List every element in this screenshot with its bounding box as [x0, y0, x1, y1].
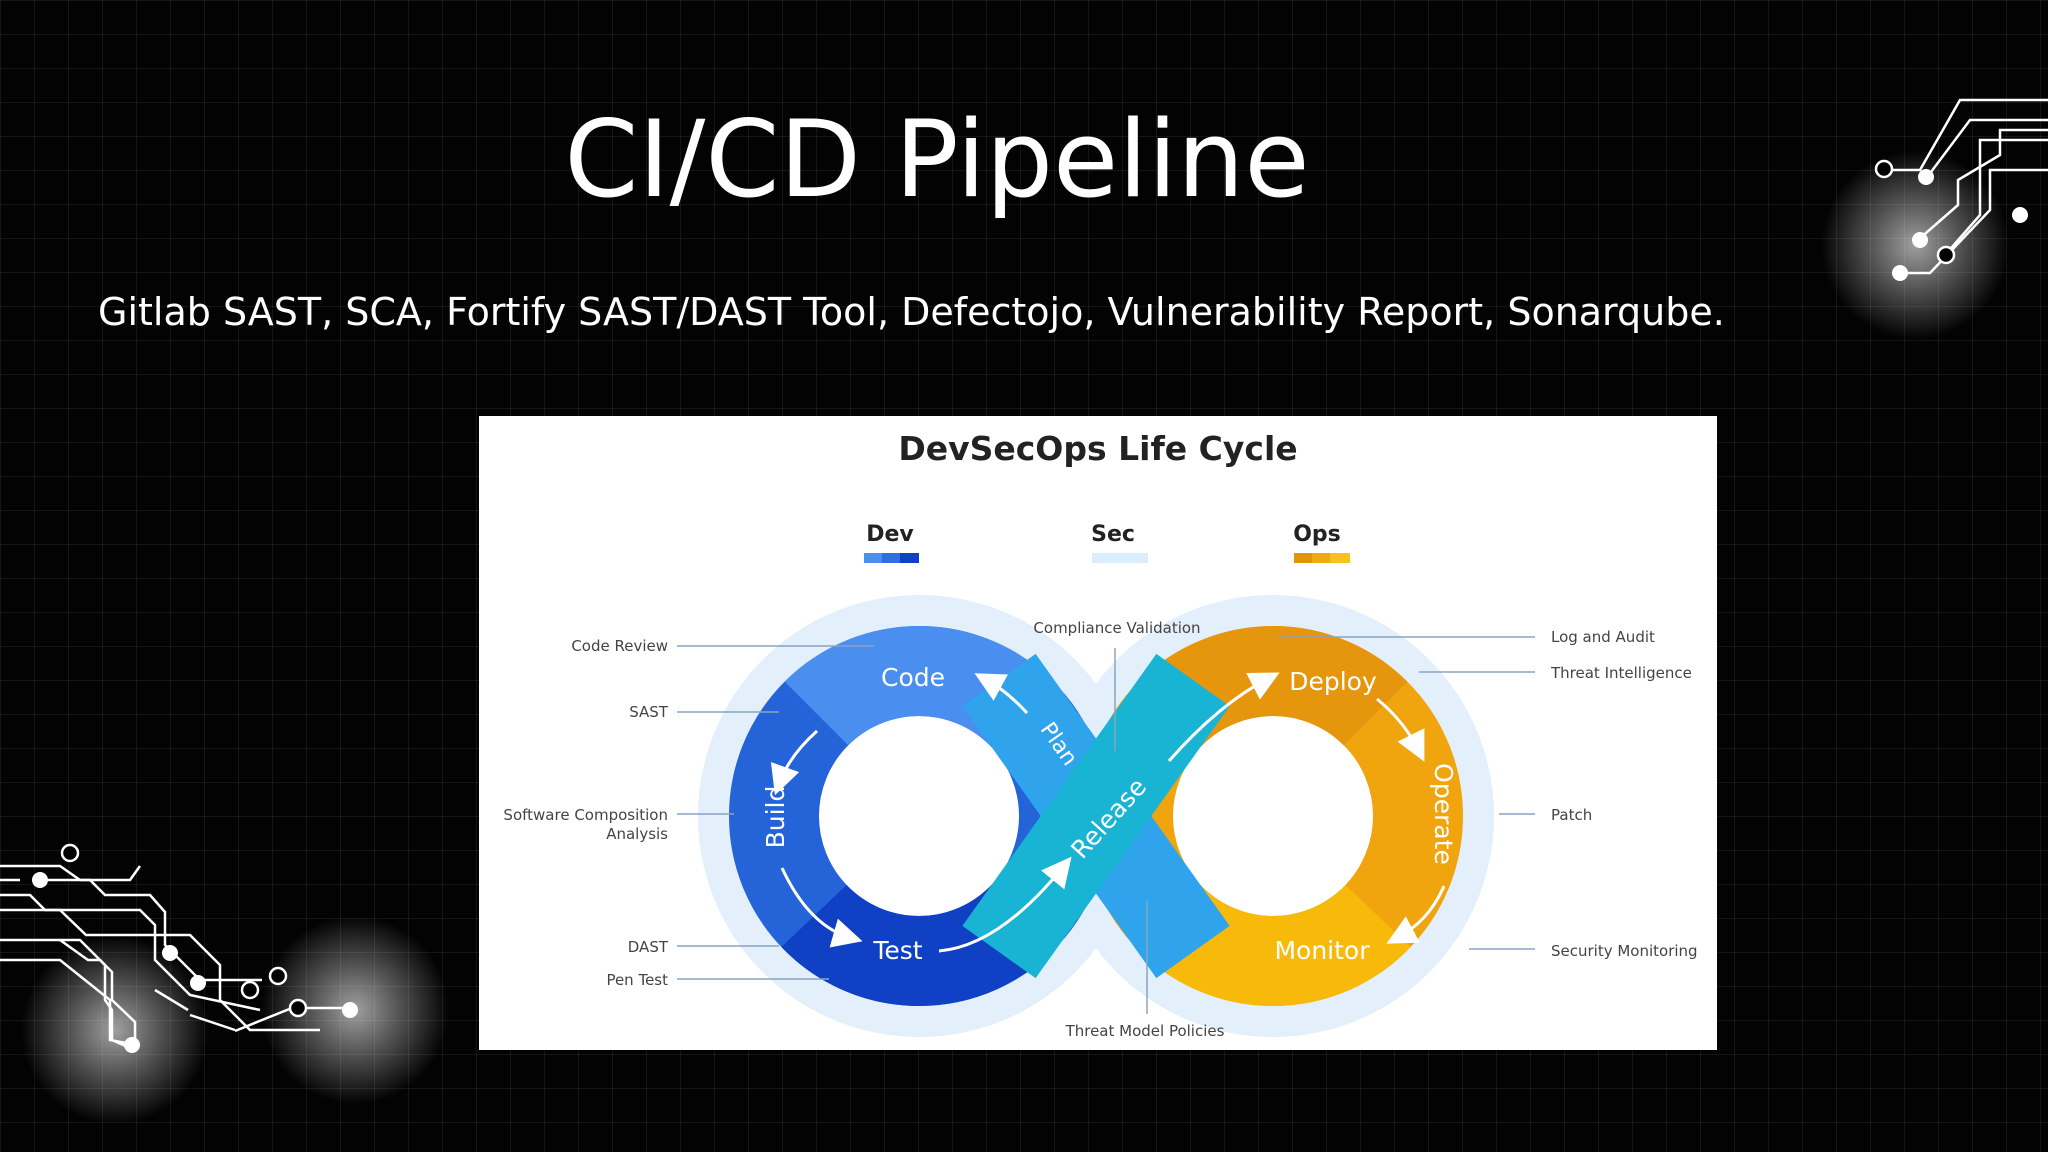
- annotation-leader-lines: [677, 636, 1535, 1014]
- annotation-sca-line2: Analysis: [606, 825, 668, 843]
- devsecops-diagram: DevSecOps Life Cycle Dev Sec Ops: [479, 416, 1717, 1050]
- stage-label-code: Code: [881, 663, 945, 692]
- legend-swatch-dev: [864, 553, 919, 563]
- stage-label-monitor: Monitor: [1274, 936, 1370, 965]
- annotation-sast: SAST: [629, 703, 669, 721]
- flow-arrows: [770, 672, 1446, 953]
- annotation-threat-model-policies: Threat Model Policies: [1065, 1022, 1225, 1040]
- legend-label-dev: Dev: [866, 522, 914, 547]
- annotation-dast: DAST: [628, 938, 669, 956]
- annotation-code-review: Code Review: [571, 637, 668, 655]
- legend-swatch-ops-light: [1330, 553, 1350, 563]
- annotation-patch: Patch: [1551, 806, 1592, 824]
- stage-label-test: Test: [872, 936, 922, 965]
- legend-swatch-dev-light: [864, 553, 882, 563]
- legend-label-ops: Ops: [1293, 522, 1341, 547]
- slide-title: CI/CD Pipeline: [564, 98, 1310, 221]
- legend-swatch-sec: [1092, 553, 1148, 563]
- annotation-compliance-validation: Compliance Validation: [1033, 619, 1200, 637]
- legend-swatch-dev-dark: [900, 553, 919, 563]
- glow-bottom-left: [20, 935, 210, 1125]
- stage-label-operate: Operate: [1429, 763, 1458, 865]
- legend-swatch-ops: [1294, 553, 1350, 563]
- legend-label-sec: Sec: [1091, 522, 1135, 547]
- release-band: [962, 653, 1230, 979]
- stage-label-deploy: Deploy: [1289, 667, 1377, 696]
- annotation-log-and-audit: Log and Audit: [1551, 628, 1655, 646]
- legend-swatch-ops-dark: [1294, 553, 1312, 563]
- devsecops-infinity-diagram: DevSecOps Life Cycle Dev Sec Ops: [503, 429, 1698, 1040]
- annotation-security-monitoring: Security Monitoring: [1551, 942, 1698, 960]
- annotation-sca-line1: Software Composition: [503, 806, 668, 824]
- diagram-title: DevSecOps Life Cycle: [898, 429, 1297, 468]
- annotation-threat-intelligence: Threat Intelligence: [1550, 664, 1692, 682]
- slide-subtitle: Gitlab SAST, SCA, Fortify SAST/DAST Tool…: [98, 290, 1725, 334]
- stage-label-build: Build: [761, 786, 790, 849]
- annotation-pen-test: Pen Test: [606, 971, 668, 989]
